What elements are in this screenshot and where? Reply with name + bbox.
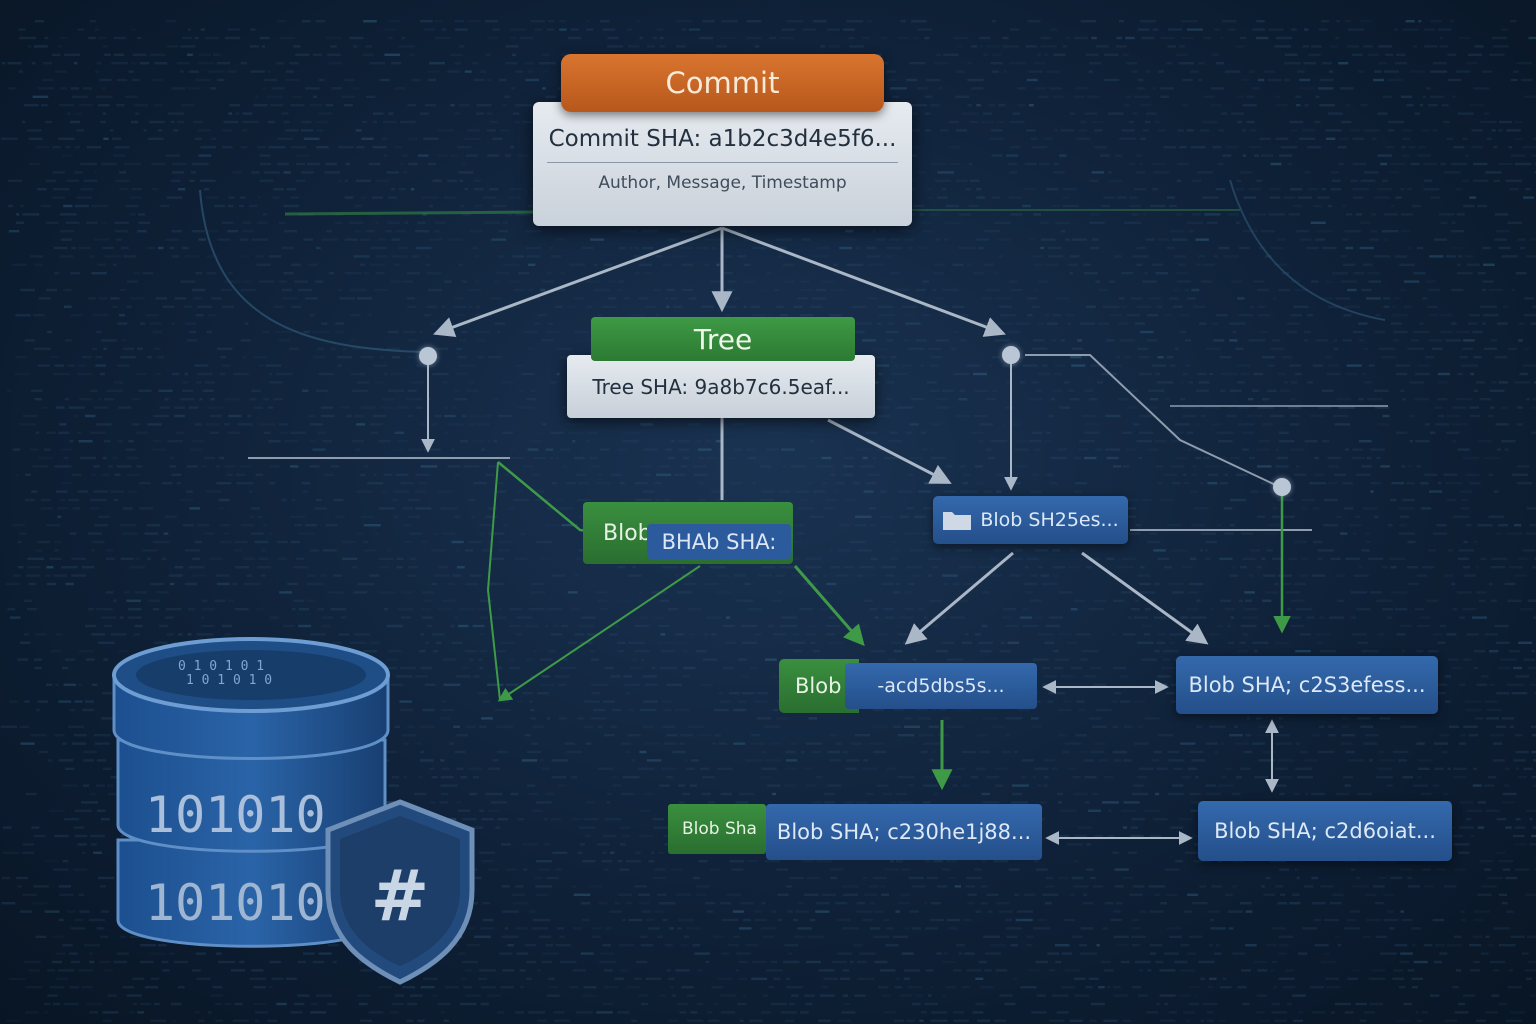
database-row-1: 101010 [145, 786, 326, 844]
database-icon: 101010 101010 0 1 0 1 0 1 1 0 1 0 1 0 # [112, 637, 475, 985]
tree-sha: Tree SHA: 9a8b7c6.5eaf... [567, 355, 875, 418]
arrow-right-blob-to-mid-right [1081, 551, 1209, 645]
green-branch-lines-2 [486, 461, 501, 701]
junction-dot-left [419, 347, 437, 365]
blob-node-mid-left: Blob -acd5dbs5s... [779, 659, 1037, 713]
blob-sha: -acd5dbs5s... [845, 663, 1037, 709]
arrow-tree-to-right-blob [827, 418, 952, 484]
blob-sha-chip: BHAb SHA: [647, 524, 791, 559]
junction-dot-right [1002, 346, 1020, 364]
faint-arc-left [199, 189, 431, 353]
commit-card: Commit SHA: a1b2c3d4e5f6... Author, Mess… [533, 102, 912, 226]
arrow-green-blob-to-mid [793, 565, 865, 647]
faint-green-line [284, 210, 534, 216]
blob-label: Blob [603, 521, 652, 546]
tree-header: Tree [591, 317, 855, 361]
commit-meta: Author, Message, Timestamp [598, 173, 847, 193]
junction-dot-far-right [1273, 478, 1291, 496]
connector-right-path [1025, 354, 1283, 489]
blob-node-mid-right: Blob SHA; c2S3efess... [1176, 656, 1438, 714]
commit-header: Commit [561, 54, 884, 112]
blob-node-bottom-left: Blob Sha Blob SHA; c230he1j88... [668, 804, 1042, 860]
blob-sha: Blob SH25es... [980, 509, 1119, 531]
arrow-right-blob-to-mid-left [904, 551, 1014, 645]
arrow-commit-to-left [433, 226, 723, 338]
arrow-commit-to-right [721, 226, 1006, 337]
commit-sha: Commit SHA: a1b2c3d4e5f6... [548, 126, 897, 152]
blob-label: Blob [795, 674, 842, 698]
shield-hash-icon: # [325, 799, 475, 985]
blob-node-bottom-right: Blob SHA; c2d6oiat... [1198, 801, 1452, 861]
blob-label: Blob Sha [668, 804, 766, 854]
folder-icon [942, 509, 972, 531]
green-branch-diagonal [497, 565, 701, 702]
database-row-2: 101010 [145, 874, 326, 932]
faint-arc-right [1229, 179, 1386, 321]
commit-divider [547, 162, 898, 163]
blob-node-right-top: Blob SH25es... [933, 496, 1128, 544]
shield-symbol: # [371, 855, 430, 937]
blob-sha: Blob SHA; c230he1j88... [766, 804, 1042, 860]
